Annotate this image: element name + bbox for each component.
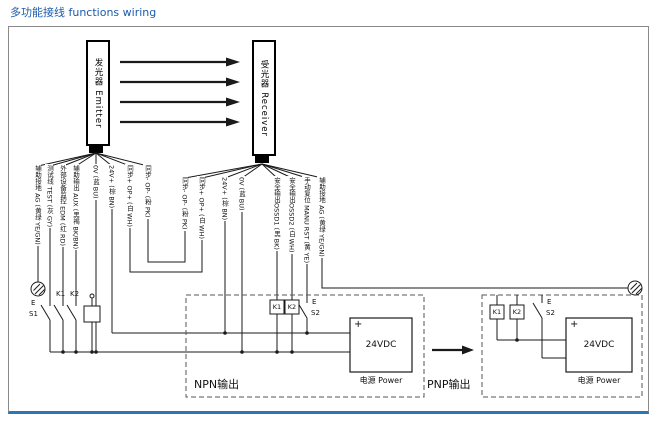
cable-connectors <box>89 142 269 163</box>
wire-label-emitter-test: 测试线 TEST (灰 GY) <box>45 164 54 229</box>
npn-power-name: 24VDC <box>365 340 397 350</box>
pnp-section-dashed-box <box>481 294 643 398</box>
junction-dots <box>61 331 519 354</box>
emitter-box: 发光器 Emitter <box>86 40 110 146</box>
npn-section-dashed-box <box>185 294 425 398</box>
npn-power-caption: 电源 Power <box>359 376 403 385</box>
npn-contact-k1-label: K1 <box>56 290 66 298</box>
wire-label-receiver-ossd2: 安全输出OSSD2 (白 WH) <box>287 176 296 254</box>
npn-power-plus: + <box>354 319 363 330</box>
pnp-output-label: PNP输出 <box>427 378 471 391</box>
pnp-power-name: 24VDC <box>583 340 615 350</box>
pnp-coil-k2-label: K2 <box>512 307 522 316</box>
wire-label-emitter-0v: 0V (蓝 BU) <box>91 164 100 200</box>
left-ground-symbol <box>30 281 46 297</box>
npn-output-label: NPN输出 <box>194 378 240 391</box>
page-title: 多功能接线 functions wiring <box>10 6 157 19</box>
receiver-coil-k2-label: K2 <box>287 302 297 311</box>
wire-label-receiver-op-minus: 同步- OP- (粉 PK) <box>180 176 189 231</box>
receiver-box: 受光器 Receiver <box>252 40 276 156</box>
pnp-switch-s2-label: S2 <box>546 309 555 317</box>
pnp-cluster-lines <box>489 295 566 359</box>
pnp-estop-label: E <box>547 298 552 306</box>
emitter-label: 发光器 Emitter <box>93 57 103 129</box>
npn-estop-label: E <box>31 299 36 307</box>
wire-label-emitter-aux: 辅助输出 AUX (黑褐 BK/BN) <box>71 164 80 251</box>
wire-label-emitter-op-plus: 同步+ OP+ (白 WH) <box>125 164 134 229</box>
pnp-power-supply-box <box>565 317 633 373</box>
left-cluster-aux-box <box>83 293 101 352</box>
wire-label-receiver-manu-rst: 手动复位 MANU RST (黄 YE) <box>302 176 311 265</box>
wire-label-emitter-op-minus: 同步- OP- (粉 PK) <box>143 164 152 219</box>
npn-switch-s1-label: S1 <box>29 310 38 318</box>
receiver-coil-k1-label: K1 <box>272 302 282 311</box>
npn-contact-k2-label: K2 <box>70 290 80 298</box>
npn-bus-lines <box>50 332 350 353</box>
wire-label-emitter-24v: 24V+ (棕 BN) <box>107 164 116 210</box>
wire-label-receiver-ag: 辅助接地 AG (黄绿 YE/GN) <box>317 176 326 258</box>
pnp-power-caption: 电源 Power <box>577 376 621 385</box>
wire-label-receiver-0v: 0V (蓝 BU) <box>237 176 246 212</box>
receiver-label: 受光器 Receiver <box>259 59 269 137</box>
receiver-relay-coil-boxes <box>269 299 300 315</box>
wire-label-receiver-op-plus: 同步+ OP+ (白 WH) <box>197 176 206 241</box>
wire-label-emitter-ag: 辅助接地 AG (黄绿 YE/GN) <box>33 164 42 246</box>
wire-label-receiver-24v: 24V+ (棕 BN) <box>220 176 229 222</box>
pnp-coil-k1-label: K1 <box>492 307 502 316</box>
receiver-estop-label: E <box>312 298 317 306</box>
wire-label-emitter-edm: 外部设备监控 EDM (红 RD) <box>58 164 67 248</box>
wire-label-receiver-ossd1: 安全输出OSSD1 (黑 BK) <box>272 176 281 251</box>
receiver-switch-s2-label: S2 <box>311 309 320 317</box>
pnp-power-plus: + <box>570 319 579 330</box>
npn-power-supply-box <box>349 317 413 373</box>
npn-to-pnp-arrow <box>432 345 474 355</box>
emitter-to-receiver-arrows <box>120 57 240 127</box>
right-ground-symbol <box>627 280 643 296</box>
